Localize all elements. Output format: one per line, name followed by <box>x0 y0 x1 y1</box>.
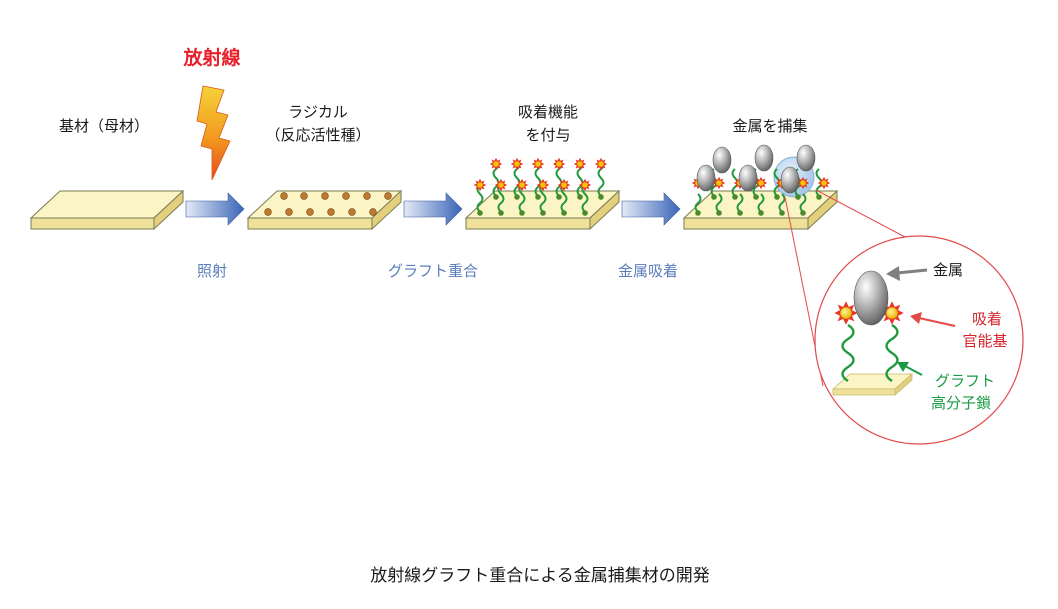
detail-functional-group-icon-left <box>834 301 857 324</box>
stage-label-radical-line1: ラジカル <box>288 103 348 121</box>
step-label-graft-polymerization: グラフト重合 <box>388 262 478 280</box>
stage-label-function-line1: 吸着機能 <box>518 103 578 121</box>
stage-label-function-line2: を付与 <box>525 126 570 144</box>
radiation-label: 放射線 <box>182 46 240 69</box>
process-arrow-3 <box>622 193 680 225</box>
detail-label-graft-chain-line2: 高分子鎖 <box>931 394 991 412</box>
lightning-bolt-icon <box>197 86 230 180</box>
detail-label-functional-group-line2: 官能基 <box>962 332 1007 350</box>
stage-label-radical-line2: （反応活性種） <box>265 126 370 144</box>
substrate-plate <box>31 191 183 229</box>
stage-label-capture: 金属を捕集 <box>732 117 807 135</box>
step-label-metal-adsorption: 金属吸着 <box>618 262 678 280</box>
detail-label-graft-chain-line1: グラフト <box>935 372 995 390</box>
figure-title: 放射線グラフト重合による金属捕集材の開発 <box>370 566 710 586</box>
detail-label-functional-group-line1: 吸着 <box>972 310 1002 328</box>
stage-label-substrate: 基材（母材） <box>59 117 149 135</box>
process-arrow-2 <box>404 193 462 225</box>
detail-label-metal: 金属 <box>933 261 963 279</box>
process-arrow-1 <box>186 193 244 225</box>
step-label-irradiation: 照射 <box>197 262 227 280</box>
detail-metal-icon <box>854 271 888 325</box>
callout-line-right <box>816 190 905 237</box>
